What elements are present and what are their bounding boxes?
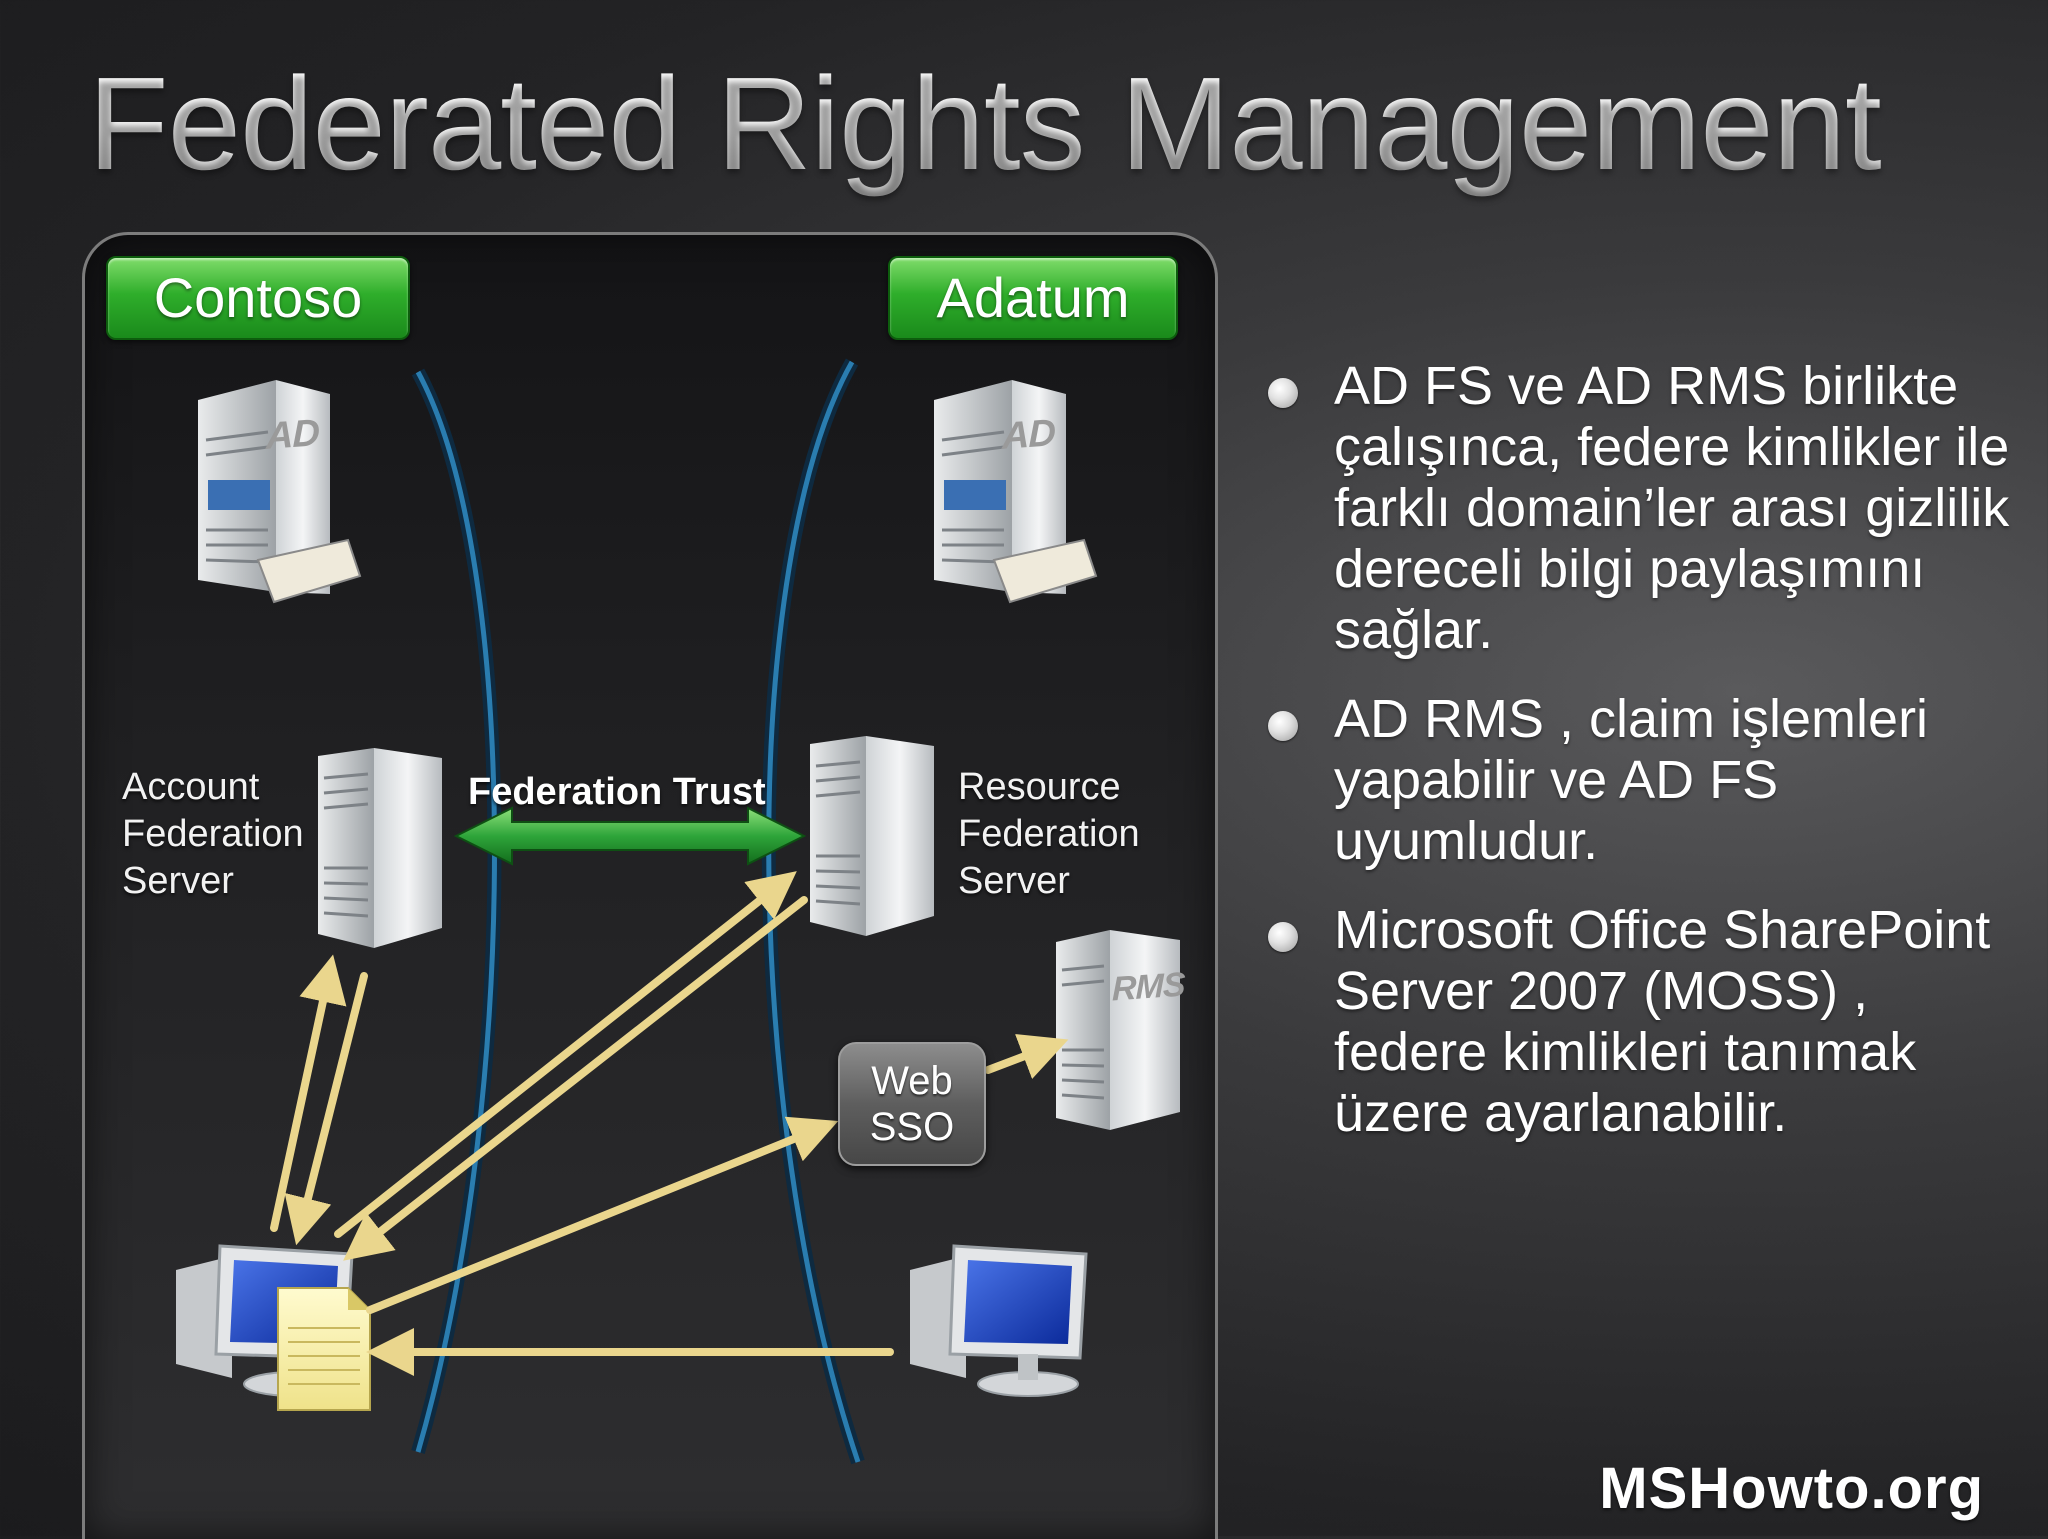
watermark: MSHowto.org	[1599, 1456, 1984, 1521]
bullet-text: Microsoft Office SharePoint Server 2007 …	[1334, 900, 1991, 1143]
bullet-item: AD FS ve AD RMS birlikte çalışınca, fede…	[1262, 356, 2022, 661]
bullet-dot-icon	[1268, 378, 1298, 408]
document-icon	[277, 1287, 371, 1411]
label-line: Federation	[122, 813, 304, 855]
client-computer-icon	[910, 1244, 1088, 1397]
org-badge-adatum: Adatum	[888, 256, 1178, 340]
federation-trust-label: Federation Trust	[468, 771, 766, 813]
bullet-text: AD FS ve AD RMS birlikte çalışınca, fede…	[1334, 356, 2010, 660]
web-sso-box: Web SSO	[838, 1042, 986, 1166]
flow-arrow-client-to-account	[270, 954, 347, 1232]
web-sso-line: Web	[871, 1059, 953, 1103]
flow-arrow-sso-to-rms	[984, 1034, 1069, 1079]
label-line: Resource	[958, 766, 1121, 808]
flow-arrow-client-to-sso	[366, 1116, 839, 1314]
ad-server-icon	[198, 380, 362, 604]
rms-tag: RMS	[1112, 965, 1185, 1009]
bullet-dot-icon	[1268, 711, 1298, 741]
account-federation-server-label: Account Federation Server	[122, 764, 304, 905]
label-line: Account	[122, 766, 260, 808]
flow-arrow-resource-to-client	[343, 896, 808, 1261]
flow-arrows	[270, 871, 1069, 1376]
bullet-dot-icon	[1268, 922, 1298, 952]
bullet-text: AD RMS , claim işlemleri yapabilir ve AD…	[1334, 689, 1929, 871]
resource-federation-server-label: Resource Federation Server	[958, 764, 1140, 905]
bullet-item: Microsoft Office SharePoint Server 2007 …	[1262, 900, 2022, 1144]
web-sso-line: SSO	[869, 1105, 955, 1149]
org-badge-contoso: Contoso	[106, 256, 410, 340]
flow-arrow-account-to-client	[284, 972, 368, 1246]
flow-arrow-client-to-resource	[334, 871, 797, 1238]
ad-server-icon	[934, 380, 1098, 604]
label-line: Federation	[958, 813, 1140, 855]
rms-server-icon	[1056, 930, 1180, 1130]
bullet-list: AD FS ve AD RMS birlikte çalışınca, fede…	[1262, 356, 2022, 1172]
ad-tag-right: AD	[1002, 412, 1055, 458]
federation-server-icon	[810, 736, 934, 936]
label-line: Server	[958, 860, 1070, 902]
slide-title: Federated Rights Management	[88, 50, 1882, 197]
ad-tag-left: AD	[266, 412, 319, 458]
federation-server-icon	[318, 748, 442, 948]
bullet-item: AD RMS , claim işlemleri yapabilir ve AD…	[1262, 689, 2022, 872]
federation-trust-arrow	[453, 806, 807, 866]
label-line: Server	[122, 860, 234, 902]
